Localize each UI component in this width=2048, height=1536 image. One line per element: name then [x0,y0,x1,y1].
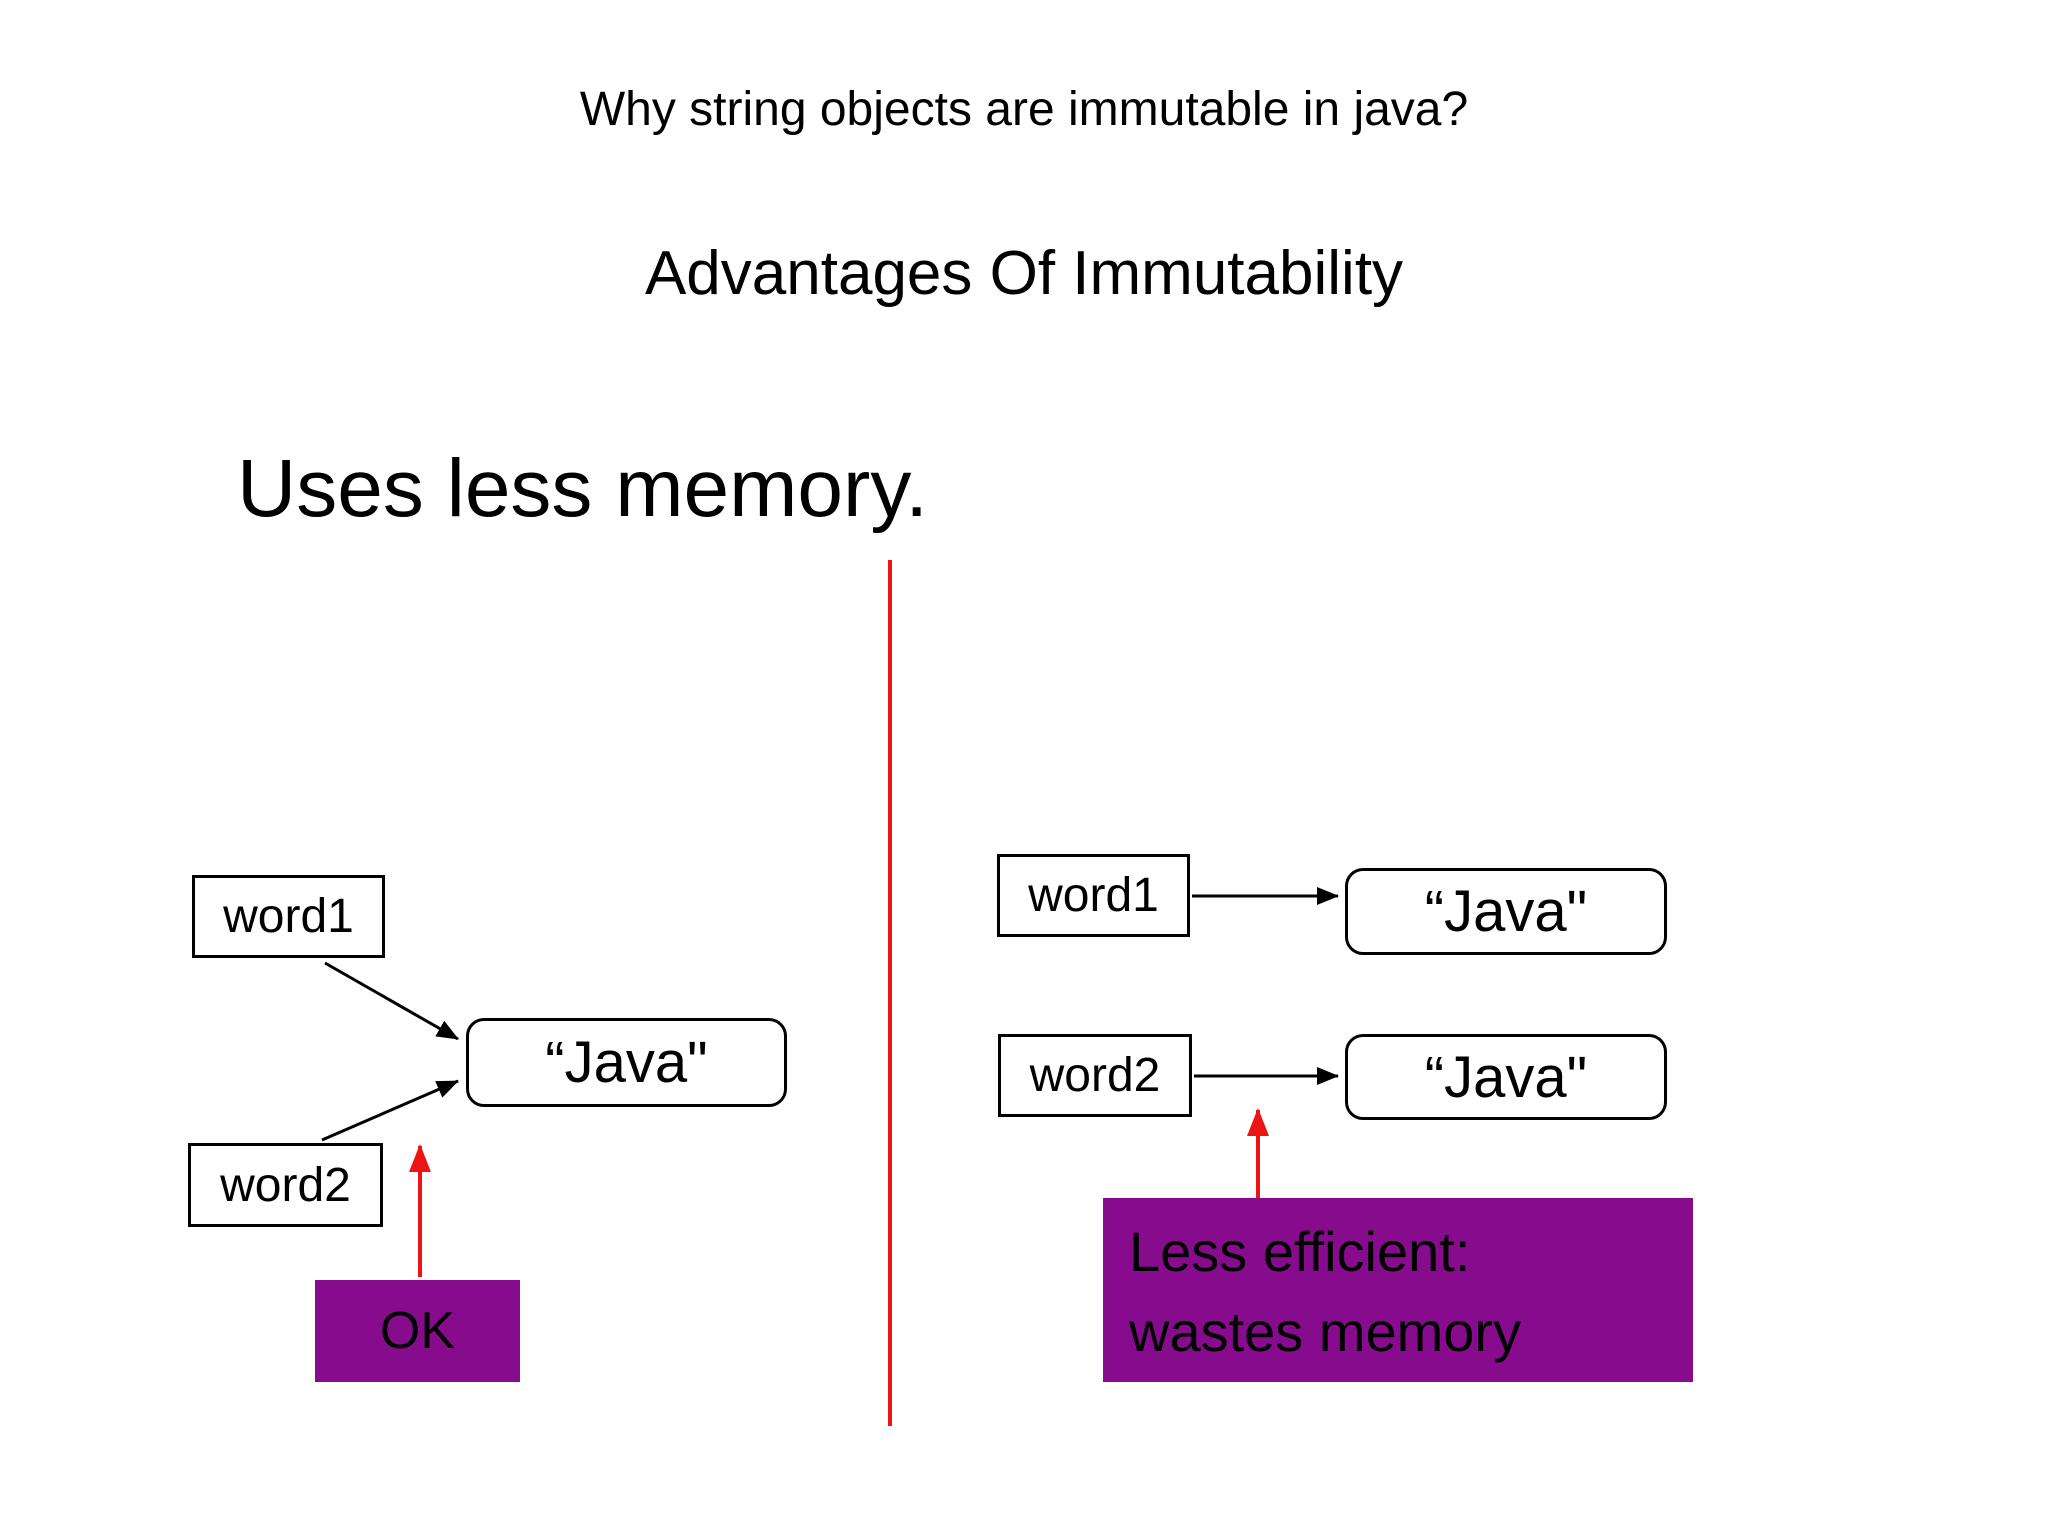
slide-subtitle: Advantages Of Immutability [644,239,1404,308]
left-word2-box: word2 [188,1143,383,1227]
right-word1-box: word1 [997,854,1190,937]
left-arrow-word2-to-java [321,1079,459,1142]
right-java-box-top: “Java" [1345,868,1667,955]
ok-badge: OK [315,1280,520,1382]
caption-box: Less efficient: wastes memory [1103,1198,1693,1382]
slide-title: Why string objects are immutable in java… [579,83,1469,136]
section-heading: Uses less memory. [237,443,929,534]
left-word1-box: word1 [192,875,385,958]
left-java-box: “Java" [466,1018,787,1107]
caption-line-1: Less efficient: [1129,1220,1471,1283]
left-arrow-word1-to-java [324,961,459,1041]
right-java-box-bottom: “Java" [1345,1034,1667,1120]
caption-line-2: wastes memory [1129,1300,1522,1363]
right-word2-box: word2 [998,1034,1192,1117]
